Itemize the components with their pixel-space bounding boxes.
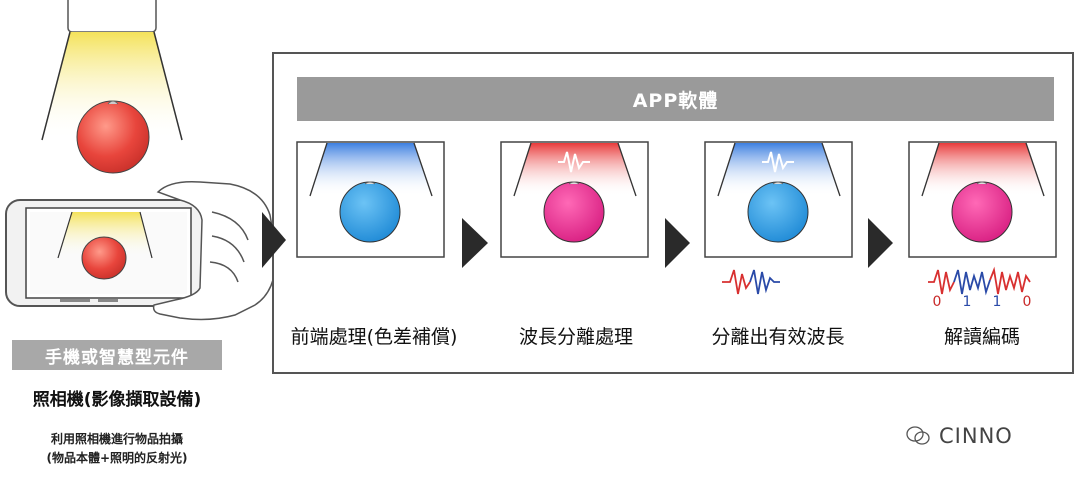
smartphone-icon	[5, 199, 210, 307]
step4-frame	[908, 141, 1057, 258]
arrow-right-icon	[665, 218, 690, 268]
decode-bit: 1	[993, 294, 1002, 310]
arrow-right-icon	[462, 218, 488, 268]
decode-waveform-icon	[928, 266, 1031, 296]
waveform-icon	[722, 269, 780, 295]
watermark-text: CINNO	[939, 424, 1013, 448]
camera-desc-line1: 利用照相機進行物品拍攝	[50, 432, 183, 446]
step-label: 波長分離處理	[518, 326, 634, 348]
step-label: 前端處理(色差補償)	[290, 326, 458, 348]
step2-frame	[500, 141, 649, 258]
device-label: 手機或智慧型元件	[12, 340, 222, 370]
watermark: CINNO	[905, 424, 1013, 448]
arrow-right-icon	[868, 218, 893, 268]
decode-bit: 0	[1023, 294, 1032, 310]
apple-icon	[76, 100, 150, 174]
lamp-icon	[41, 0, 183, 141]
hand-icon	[152, 180, 277, 321]
camera-title: 照相機(影像擷取設備)	[32, 390, 202, 410]
wechat-icon	[906, 426, 930, 445]
arrow-right-icon	[262, 212, 286, 268]
decode-bit: 0	[933, 294, 942, 310]
app-title-bar: APP軟體	[297, 77, 1054, 121]
step1-frame	[296, 141, 445, 258]
step-label: 分離出有效波長	[711, 326, 845, 348]
step3-frame	[704, 141, 853, 258]
camera-desc-line2: (物品本體+照明的反射光)	[46, 451, 188, 465]
decode-bit: 1	[963, 294, 972, 310]
step-label: 解讀編碼	[943, 326, 1021, 348]
